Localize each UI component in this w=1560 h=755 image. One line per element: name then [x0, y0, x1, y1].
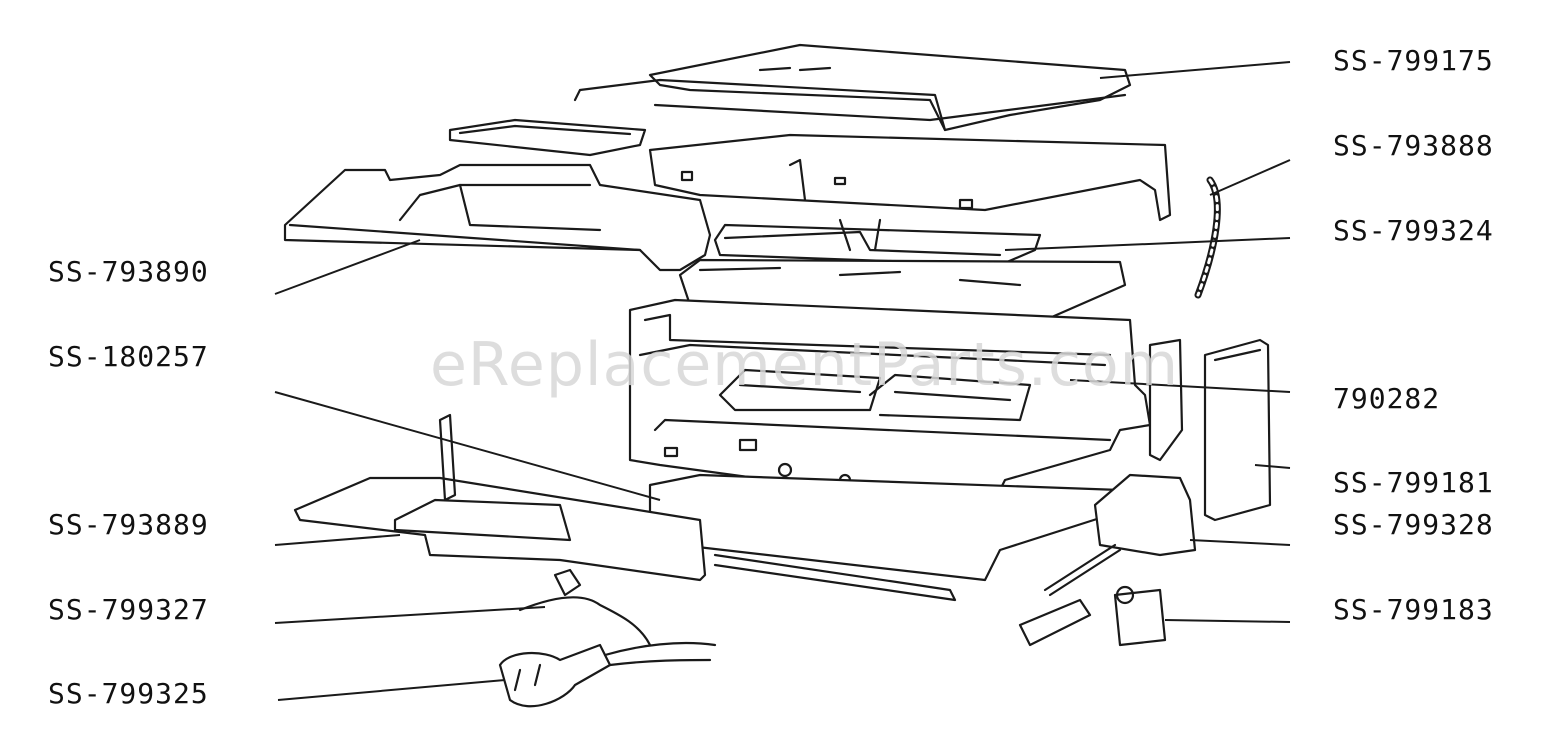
part-label-ss-793889: SS-793889 — [48, 508, 209, 541]
part-label-ss-799325: SS-799325 — [48, 677, 209, 710]
part-label-ss-793888: SS-793888 — [1333, 129, 1494, 162]
left-tray-part — [293, 413, 707, 582]
side-bracket-part — [1148, 338, 1184, 462]
cord-clamp-part — [518, 568, 652, 647]
left-housing-part — [283, 163, 712, 272]
small-frame-part — [448, 118, 647, 157]
part-label-ss-799183: SS-799183 — [1333, 593, 1494, 626]
main-housing-part — [628, 298, 1152, 512]
upper-grill-part — [713, 218, 1042, 267]
part-label-ss-799175: SS-799175 — [1333, 44, 1494, 77]
part-label-ss-799328: SS-799328 — [1333, 508, 1494, 541]
part-label-ss-799181: SS-799181 — [1333, 466, 1494, 499]
part-label-ss-799324: SS-799324 — [1333, 214, 1494, 247]
right-side-panel-part — [1203, 338, 1272, 522]
watermark-text: eReplacementParts.com — [430, 330, 1180, 400]
top-cover-part — [573, 43, 1132, 132]
part-label-ss-799327: SS-799327 — [48, 593, 209, 626]
part-label-790282: 790282 — [1333, 382, 1441, 415]
cable-sleeve-part — [1194, 176, 1221, 299]
crumb-tray-part — [648, 473, 1127, 602]
lower-grill-part — [718, 368, 1032, 422]
part-label-ss-793890: SS-793890 — [48, 255, 209, 288]
part-label-ss-180257: SS-180257 — [48, 340, 209, 373]
plug-part — [498, 641, 717, 708]
leader-lines — [274, 61, 1291, 701]
element-frame-part — [648, 133, 1172, 222]
switch-assembly-part — [1018, 473, 1197, 647]
